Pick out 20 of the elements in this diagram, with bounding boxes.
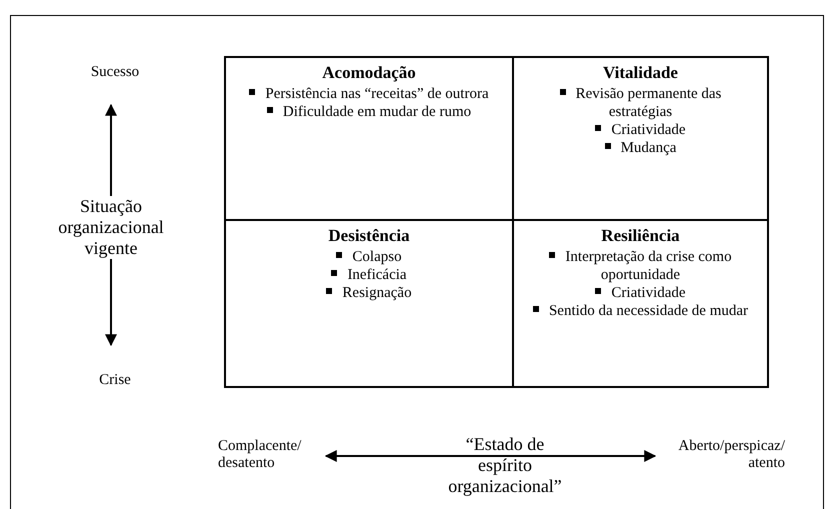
bullet-text: Sentido da necessidade de mudar <box>548 303 748 319</box>
bullet-text: Ineficácia <box>347 267 407 283</box>
quadrant-heading: Resiliência <box>600 226 681 246</box>
axis-label: Crise <box>98 372 132 389</box>
bullet-text: Colapso <box>352 249 402 265</box>
bullet-text: Criatividade <box>611 122 686 138</box>
bullet-text: Persistência nas “receitas” de outrora <box>265 86 489 102</box>
quadrant-heading: Desistência <box>327 226 411 246</box>
quadrant-heading: Acomodação <box>321 63 417 83</box>
bullet-text: Dificuldade em mudar de rumo <box>282 104 472 120</box>
bullet-text: Revisão permanente das estratégias <box>576 86 722 120</box>
bullet-text: Interpretação da crise como oportunidade <box>565 249 732 283</box>
axis-label: Complacente/ desatento <box>218 438 302 472</box>
axis-label: Sucesso <box>90 64 140 81</box>
quadrant-heading: Vitalidade <box>602 63 679 83</box>
axis-title: “Estado de espírito organizacional” <box>447 434 563 497</box>
bullet-text: Mudança <box>620 140 676 156</box>
bullet-text: Criatividade <box>611 285 686 301</box>
axis-label: Aberto/perspicaz/ atento <box>677 438 785 472</box>
bullet-text: Resignação <box>342 285 412 301</box>
